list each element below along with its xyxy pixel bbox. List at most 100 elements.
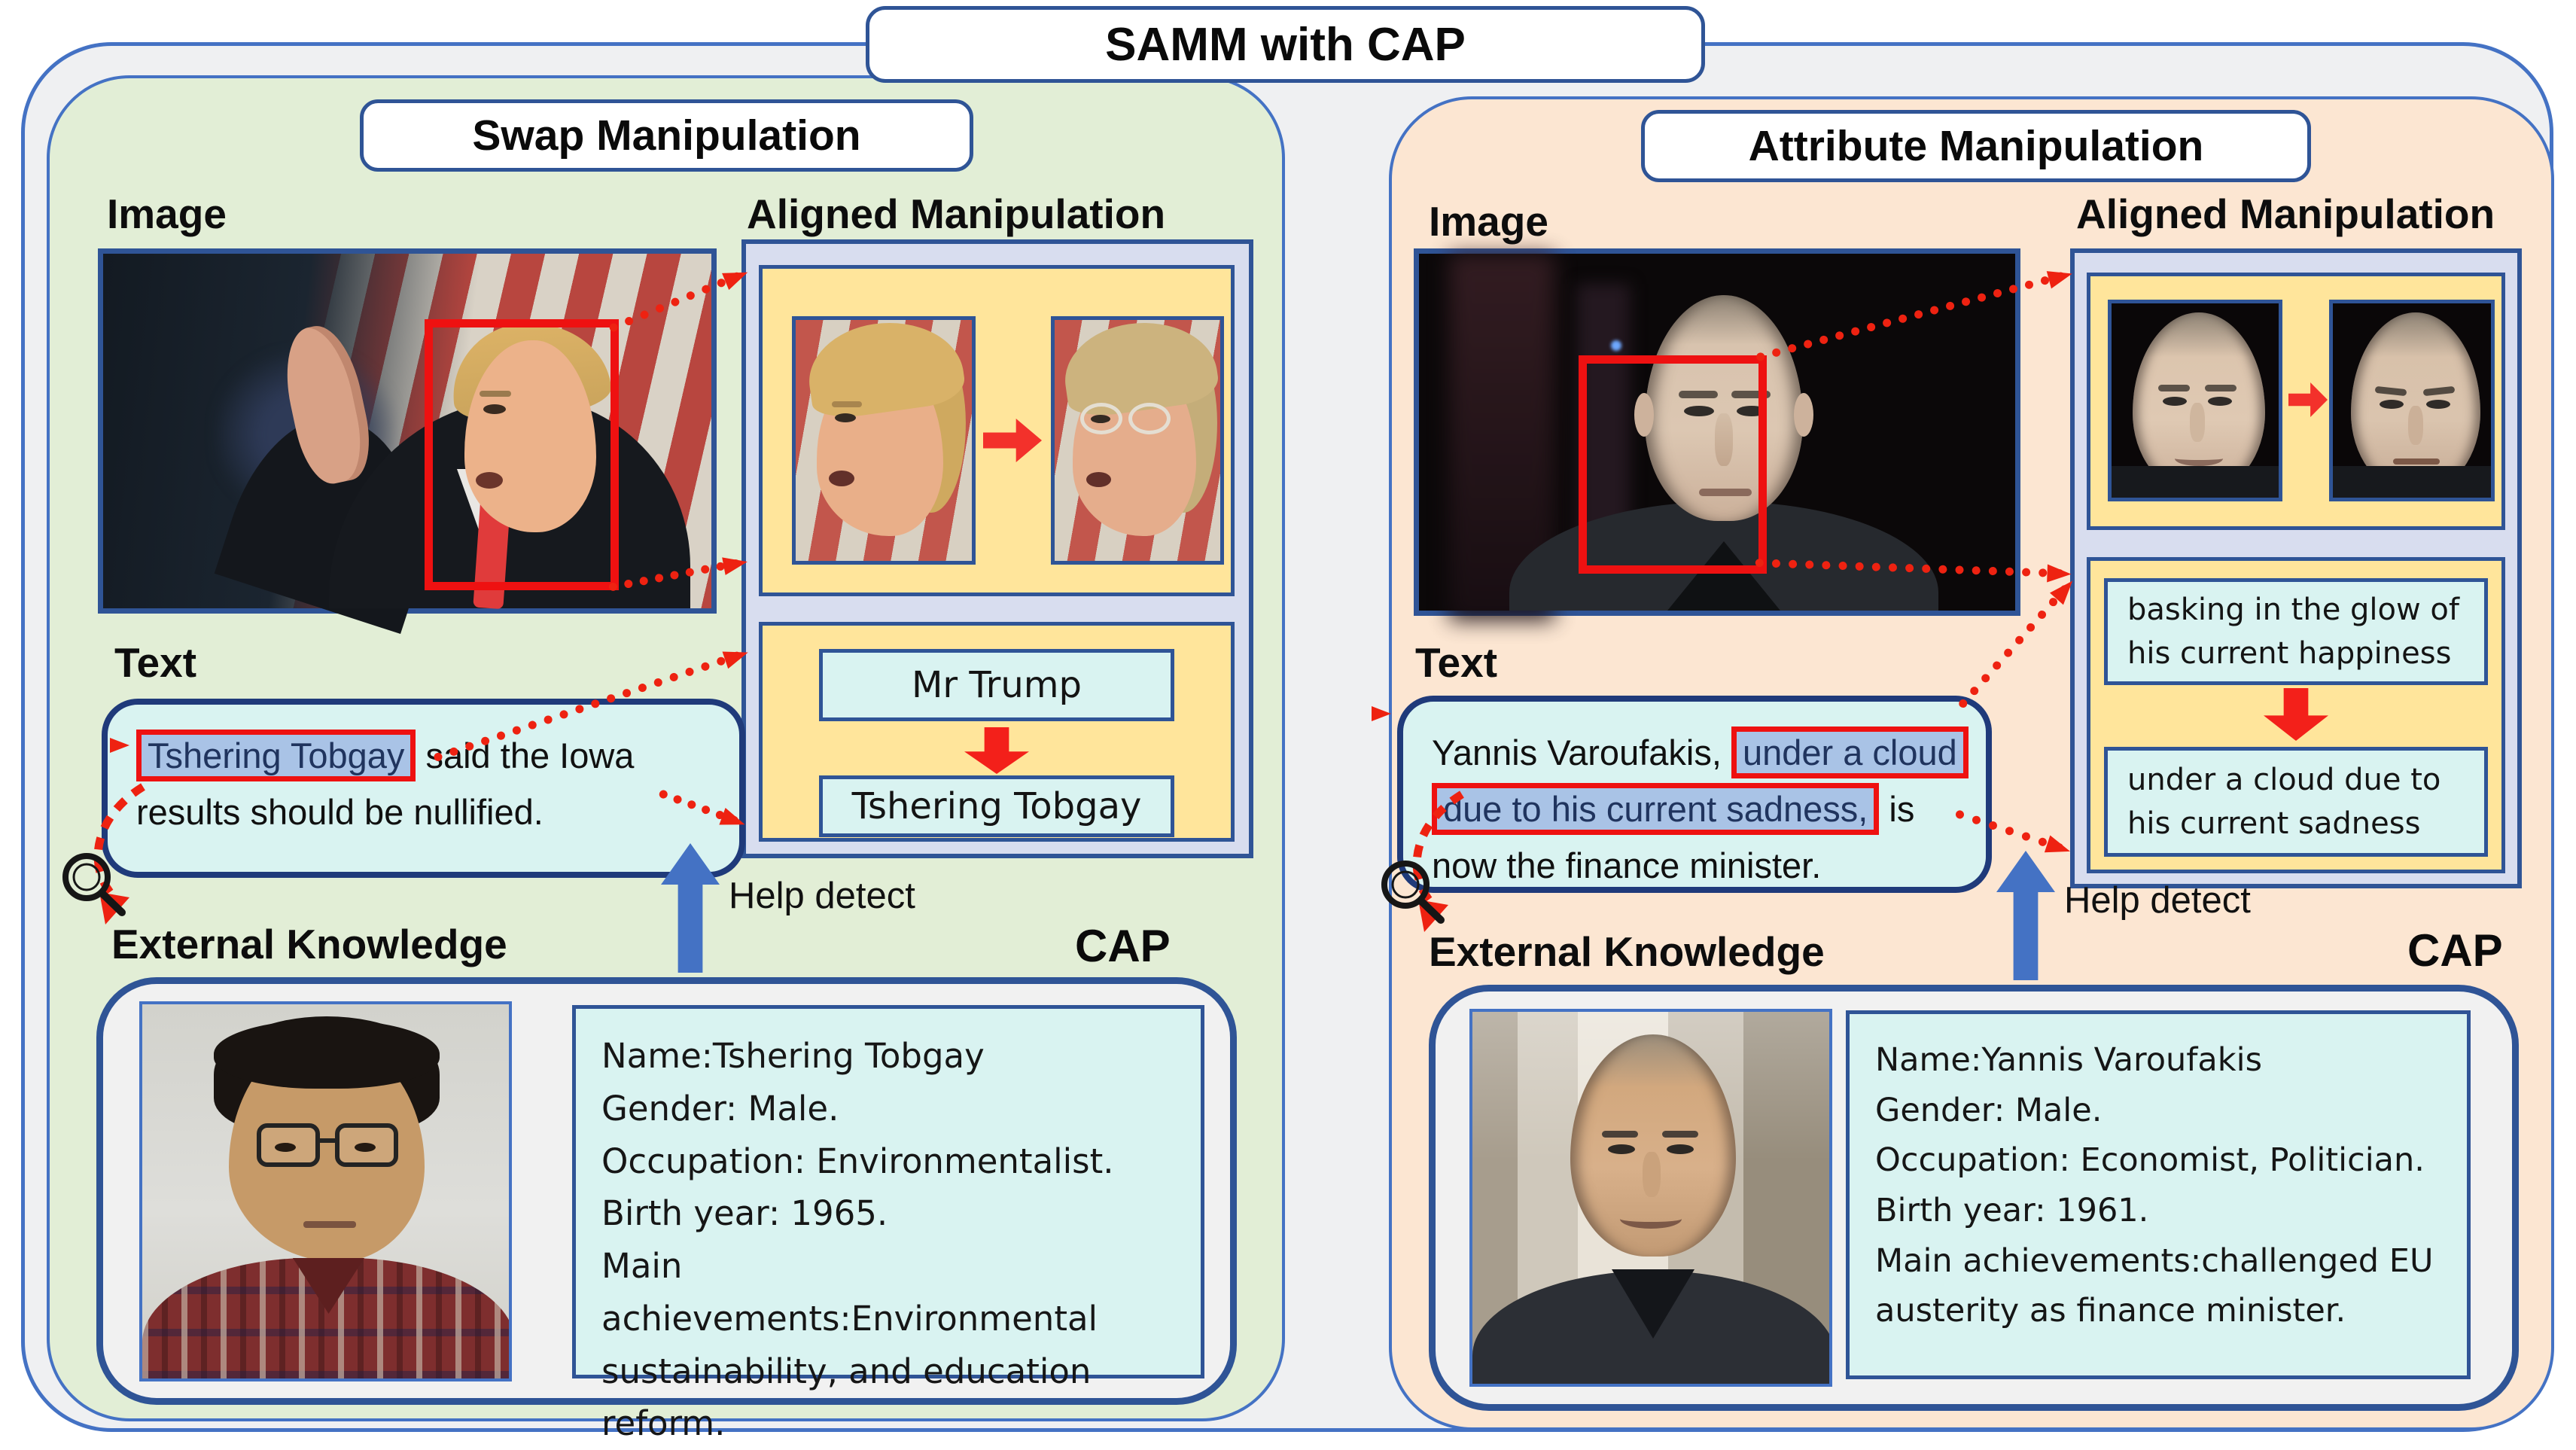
nose-shape [1643, 1152, 1661, 1197]
mouth-shape [1086, 472, 1111, 487]
eye-shape [2380, 400, 2404, 409]
kb-line: Name:Tshering Tobgay [601, 1036, 985, 1076]
attr-from-text: basking in the glow of his current happi… [2127, 592, 2459, 671]
left-text-highlight-box: Tshering Tobgay [136, 730, 416, 781]
right-aligned-label: Aligned Manipulation [2076, 190, 2495, 237]
eye-shape [2426, 400, 2450, 409]
right-text-prefix: Yannis Varoufakis, [1432, 733, 1731, 772]
mouth-shape [303, 1221, 356, 1228]
face-bounding-box [425, 319, 619, 590]
figure-title: SAMM with CAP [866, 6, 1705, 83]
brow-shape [1731, 391, 1771, 398]
jacket-shape [2333, 466, 2491, 498]
kb-line: Main achievements:challenged EU austerit… [1875, 1241, 2434, 1330]
right-help-detect-label: Help detect [2064, 880, 2251, 921]
right-text-rest: is now the finance minister. [1432, 789, 1915, 886]
swap-to-text: Tshering Tobgay [851, 785, 1142, 827]
tobgay-photo [139, 1001, 512, 1381]
glasses-lens-left [1080, 403, 1122, 434]
varoufakis-face-crop-manipulated [2329, 300, 2495, 501]
left-text-box: Tshering Tobgay said the Iowa results sh… [102, 699, 745, 878]
light-dot [1611, 340, 1621, 351]
eye-shape [1684, 406, 1714, 416]
nose-shape [2190, 403, 2205, 442]
brow-shape [832, 401, 862, 407]
glasses-lens-right [1128, 403, 1171, 434]
face-shape [1645, 295, 1803, 521]
swap-panel-header: Swap Manipulation [360, 99, 973, 172]
left-external-label: External Knowledge [111, 921, 507, 967]
right-image-label: Image [1429, 198, 1548, 245]
left-cap-label: CAP [1075, 921, 1171, 971]
nose-shape [2408, 406, 2423, 445]
eye-shape [2208, 397, 2232, 406]
jacket-shape [2112, 466, 2279, 498]
ear-shape [1794, 393, 1813, 437]
brow-shape [1679, 391, 1718, 398]
eye-shape [275, 1143, 296, 1152]
varoufakis-face-crop-original [2108, 300, 2282, 501]
highlight-pointer-icon [110, 738, 129, 753]
sad-mouth-shape [2393, 458, 2440, 465]
mouth-shape [1699, 489, 1752, 496]
swap-to-box: Tshering Tobgay [819, 775, 1174, 837]
smile-mouth-shape [2175, 451, 2223, 466]
kb-line: Birth year: 1961. [1875, 1191, 2149, 1229]
hairline-shape [214, 1019, 440, 1089]
kb-line: Occupation: Environmentalist. [601, 1141, 1114, 1181]
mouth-shape [829, 471, 854, 486]
brow-shape [1662, 1131, 1698, 1138]
right-text-box: Yannis Varoufakis, under a cloud due to … [1397, 696, 1992, 893]
left-text-label: Text [114, 639, 197, 686]
highlight-pointer-icon [1372, 706, 1391, 721]
face-bounding-box [1579, 355, 1767, 574]
eye-shape [1608, 1144, 1635, 1154]
right-cap-label: CAP [2407, 925, 2503, 976]
kb-line: Occupation: Economist, Politician. [1875, 1141, 2425, 1180]
attribute-panel-header: Attribute Manipulation [1641, 110, 2311, 182]
attr-to-box: under a cloud due to his current sadness [2104, 747, 2488, 857]
nose-shape [1715, 413, 1733, 466]
eye-shape [483, 404, 506, 414]
trump-face-crop-swapped [1051, 316, 1224, 565]
ear-shape [1634, 393, 1654, 437]
brow-shape [2158, 385, 2190, 391]
kb-line: Gender: Male. [601, 1088, 839, 1129]
eye-shape [1091, 415, 1110, 423]
figure-title-text: SAMM with CAP [1105, 18, 1466, 71]
left-text-rest: said the Iowa results should be nullifie… [136, 736, 635, 833]
right-external-label: External Knowledge [1429, 928, 1825, 975]
left-help-detect-label: Help detect [729, 876, 915, 916]
glasses-bridge [320, 1138, 335, 1143]
brow-shape [2205, 385, 2236, 391]
kb-line: Birth year: 1965. [601, 1193, 888, 1234]
right-cap-text: Name:Yannis Varoufakis Gender: Male. Occ… [1846, 1010, 2471, 1379]
smile-mouth-shape [1620, 1209, 1682, 1229]
brow-shape [480, 391, 511, 397]
left-cap-text: Name:Tshering Tobgay Gender: Male. Occup… [572, 1005, 1204, 1443]
magnifier-icon [1381, 790, 1464, 932]
attr-from-box: basking in the glow of his current happi… [2104, 578, 2488, 685]
magnifier-icon [62, 783, 145, 925]
kb-line: Main achievements:Environmental sustaina… [601, 1246, 1098, 1444]
trump-face-crop-original [792, 316, 976, 565]
attr-to-text: under a cloud due to his current sadness [2127, 763, 2441, 841]
eye-shape [1667, 1144, 1694, 1154]
mouth-shape [476, 472, 503, 489]
varoufakis-source-photo [1414, 248, 2020, 621]
swap-header-text: Swap Manipulation [472, 111, 861, 160]
right-text-label: Text [1415, 639, 1498, 686]
glasses-lens-left [257, 1123, 320, 1167]
kb-line: Gender: Male. [1875, 1091, 2103, 1129]
trump-source-photo [98, 248, 717, 635]
kb-line: Name:Yannis Varoufakis [1875, 1041, 2263, 1079]
left-aligned-label: Aligned Manipulation [747, 190, 1166, 237]
eye-shape [355, 1143, 376, 1152]
brow-shape [1602, 1131, 1638, 1138]
swap-from-box: Mr Trump [819, 649, 1174, 721]
eye-shape [835, 413, 856, 422]
attr-header-text: Attribute Manipulation [1748, 122, 2204, 170]
eye-shape [2163, 397, 2187, 406]
left-image-label: Image [107, 190, 227, 237]
